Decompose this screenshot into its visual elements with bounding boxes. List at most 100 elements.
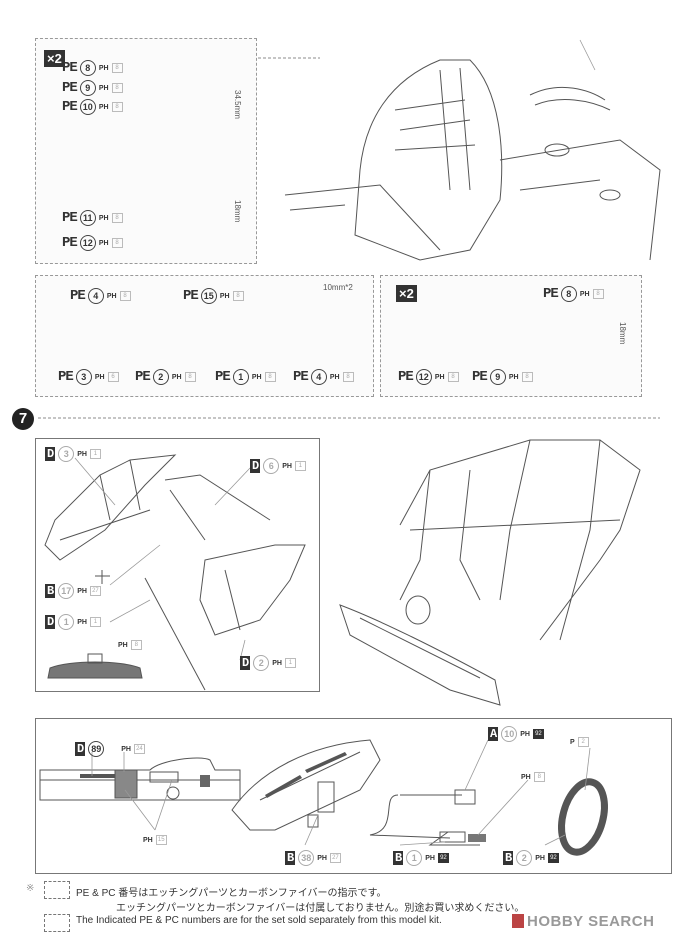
- part-prefix: D: [250, 459, 261, 473]
- part-number: 6: [263, 458, 280, 474]
- part-number: 89: [88, 741, 105, 757]
- paint-code: 92: [437, 853, 449, 863]
- paint-code-label: PH: [317, 854, 327, 862]
- paint-code-label: PH: [98, 103, 109, 111]
- paint-code: 27: [329, 853, 341, 863]
- part-number: 1: [58, 614, 75, 630]
- part-number: 3: [75, 369, 92, 385]
- paint-code-label: PH: [521, 773, 531, 781]
- part-number: 1: [406, 850, 423, 866]
- part-number: 4: [87, 288, 104, 304]
- note-jp-line1: PE & PC 番号はエッチングパーツとカーボンファイバーの指示です。: [76, 888, 387, 899]
- paint-code: 1: [294, 461, 306, 471]
- part-prefix: PE: [543, 286, 559, 302]
- seatbelt-panel: [35, 38, 257, 264]
- paint-code: 1: [284, 658, 296, 668]
- paint-code-label: PH: [121, 745, 131, 753]
- paint-code: 8: [232, 291, 244, 301]
- paint-code: 1: [89, 617, 101, 627]
- paint-code-label: PH: [98, 64, 109, 72]
- part-prefix: PE: [398, 369, 414, 385]
- paint-code-label: PH: [579, 290, 590, 298]
- watermark-text: HOBBY SEARCH: [527, 913, 655, 930]
- watermark: HOBBY SEARCH: [512, 913, 654, 930]
- paint-code: 15: [155, 835, 167, 845]
- part-prefix: PE: [70, 288, 86, 304]
- part-prefix: PE: [62, 60, 78, 76]
- part-number: 10: [79, 99, 96, 115]
- part-number: 8: [79, 60, 96, 76]
- part-prefix: D: [240, 656, 251, 670]
- part-prefix: PE: [215, 369, 231, 385]
- paint-code: 8: [111, 213, 123, 223]
- part-number: 38: [298, 850, 315, 866]
- part-prefix: PE: [62, 235, 78, 251]
- paint-code-label: PH: [77, 618, 87, 626]
- part-number: 12: [79, 235, 96, 251]
- paint-code: 92: [532, 729, 544, 739]
- paint-code: 92: [547, 853, 559, 863]
- part-prefix: PE: [472, 369, 488, 385]
- paint-code-label: PH: [171, 373, 182, 381]
- part-prefix: B: [45, 584, 56, 598]
- paint-code-label: PH: [251, 373, 262, 381]
- paint-code: 27: [89, 586, 101, 596]
- part-number: 3: [58, 446, 75, 462]
- paint-code-label: PH: [425, 854, 435, 862]
- dashed-box-legend: [44, 881, 70, 899]
- part-number: 2: [516, 850, 533, 866]
- rollcage-parts-panel: [35, 438, 320, 692]
- part-prefix: PE: [293, 369, 309, 385]
- part-number: 10: [501, 726, 518, 742]
- paint-code-label: PH: [520, 730, 530, 738]
- dimension-short: 18mm: [233, 200, 242, 223]
- paint-code-label: PH: [98, 214, 109, 222]
- paint-code: 8: [111, 63, 123, 73]
- paint-code: 8: [533, 772, 545, 782]
- paint-code: 8: [184, 372, 196, 382]
- note-mark: ※: [26, 883, 35, 894]
- paint-code-label: PH: [77, 450, 87, 458]
- paint-code: 8: [592, 289, 604, 299]
- part-number: 1: [232, 369, 249, 385]
- paint-code-label: PH: [219, 292, 230, 300]
- part-prefix: PE: [135, 369, 151, 385]
- part-number: 2: [253, 655, 270, 671]
- paint-code: 2: [577, 737, 589, 747]
- part-prefix: D: [45, 615, 56, 629]
- part-prefix: PE: [183, 288, 199, 304]
- paint-code: 8: [342, 372, 354, 382]
- part-number: 15: [200, 288, 217, 304]
- paint-code-label: PH: [434, 373, 445, 381]
- part-prefix: A: [488, 727, 499, 741]
- paint-code-label: PH: [143, 836, 153, 844]
- part-prefix: D: [45, 447, 56, 461]
- paint-code-label: PH: [77, 587, 87, 595]
- part-prefix: D: [75, 742, 86, 756]
- paint-code: 8: [111, 102, 123, 112]
- paint-code: 8: [521, 372, 533, 382]
- part-number: 11: [79, 210, 96, 226]
- paint-code: 8: [119, 291, 131, 301]
- watermark-logo-icon: [512, 914, 524, 928]
- part-number: 2: [152, 369, 169, 385]
